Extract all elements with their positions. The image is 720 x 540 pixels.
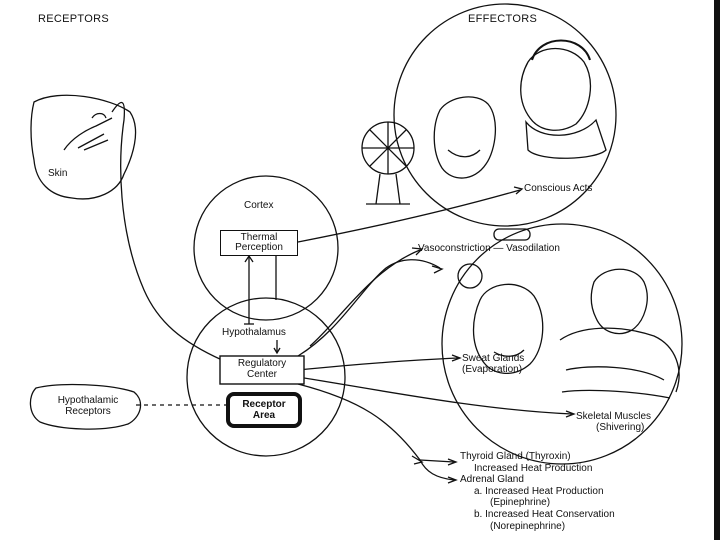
hypothalamic-receptors-line2: Receptors — [65, 406, 111, 417]
hypothalamic-receptors-line1: Hypothalamic — [57, 395, 119, 406]
skin-outline — [30, 94, 137, 200]
face-sketch-right — [520, 48, 592, 131]
thermal-perception-line2: Perception — [235, 242, 283, 253]
effectors-header: EFFECTORS — [468, 13, 538, 25]
skin-nerve — [111, 101, 223, 361]
receptor-area-line2: Area — [252, 410, 276, 421]
thyroid-adrenal-list: Thyroid Gland (Thyroxin) Increased Heat … — [460, 451, 615, 532]
sweat-glands-line2: (Evaporation) — [462, 364, 523, 375]
adrenal-a-line: a. Increased Heat Production — [474, 485, 604, 497]
thyroid-line: Thyroid Gland (Thyroxin) — [460, 451, 571, 462]
skeletal-muscles-label: Skeletal Muscles (Shivering) — [576, 411, 651, 433]
adrenal-line: Adrenal Gland — [460, 474, 524, 486]
receptor-area-box — [226, 392, 302, 428]
thermal-perception-box: Thermal Perception — [220, 230, 298, 256]
scan-edge-bar — [714, 0, 720, 540]
skeletal-muscles-line2: (Shivering) — [596, 422, 645, 433]
face-sketch-sweating — [472, 283, 544, 374]
cortex-label: Cortex — [244, 200, 274, 211]
child-sketch-shivering — [590, 268, 648, 335]
skeletal-muscles-line1: Skeletal Muscles — [576, 411, 652, 422]
regulatory-center-line2: Center — [246, 369, 277, 380]
face-sketch-left — [433, 96, 497, 179]
sweat-glands-line1: Sweat Glands — [462, 353, 525, 364]
adrenal-a-sub-line: (Epinephrine) — [490, 497, 551, 509]
adrenal-b-line: b. Increased Heat Conservation — [474, 508, 615, 520]
hypothalamus-circle — [186, 297, 346, 457]
hand-sketch — [63, 112, 113, 151]
receptor-area-line1: Receptor — [242, 399, 286, 410]
receptor-area-label: Receptor Area — [232, 399, 296, 421]
skin-label: Skin — [48, 168, 68, 179]
effector-circle-top — [393, 3, 617, 227]
conscious-acts-label: Conscious Acts — [524, 183, 593, 194]
hypothalamic-receptors-outline — [29, 383, 142, 430]
effector-circle-bottom — [441, 223, 683, 465]
thermal-perception-line1: Thermal — [240, 232, 278, 243]
hypothalamic-receptors-label: Hypothalamic Receptors — [44, 395, 132, 417]
vasoconstriction-label: Vasoconstriction — Vasodilation — [418, 243, 560, 254]
sun-circle — [457, 263, 483, 289]
sweat-glands-label: Sweat Glands (Evaporation) — [462, 353, 524, 375]
hypothalamus-label: Hypothalamus — [222, 327, 286, 338]
receptors-header: RECEPTORS — [38, 13, 109, 25]
thyroid-effect-line: Increased Heat Production — [474, 462, 593, 474]
regulatory-center-label: Regulatory Center — [230, 358, 294, 380]
cortex-circle — [193, 175, 339, 321]
regulatory-center-line1: Regulatory — [237, 358, 287, 369]
adrenal-b-sub-line: (Norepinephrine) — [490, 520, 566, 532]
